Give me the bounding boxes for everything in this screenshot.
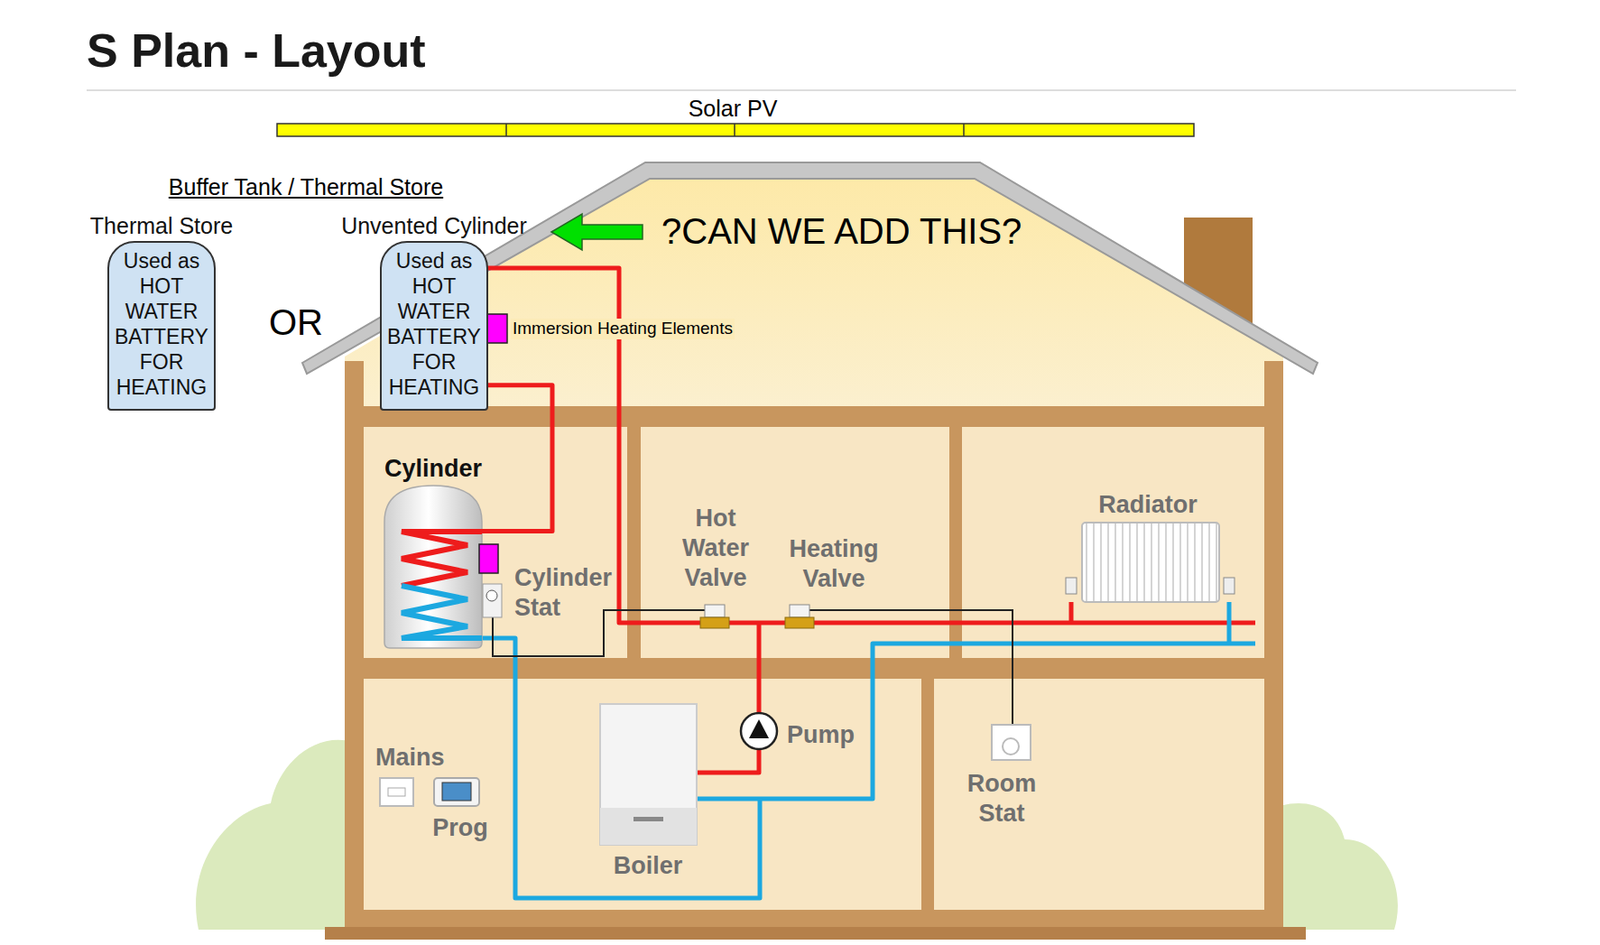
text-label: Cylinder Stat xyxy=(514,563,641,623)
svg-shape xyxy=(482,583,502,618)
room-stat xyxy=(991,724,1031,760)
node-body: Used as HOT WATER BATTERY FOR HEATING xyxy=(381,242,487,406)
solar-pv-panels xyxy=(277,123,1194,137)
svg-shape xyxy=(379,777,414,806)
pump xyxy=(740,712,777,750)
svg-shape xyxy=(344,909,1284,928)
svg-shape xyxy=(486,590,498,602)
svg-shape xyxy=(733,123,736,137)
text-label: Mains xyxy=(375,742,445,773)
svg-shape xyxy=(1065,577,1077,594)
svg-shape xyxy=(633,816,664,822)
text-label: Boiler xyxy=(613,850,684,881)
valves xyxy=(700,604,814,629)
svg-shape xyxy=(344,360,364,930)
green-arrow xyxy=(551,213,643,250)
node-heading: Thermal Store xyxy=(90,212,233,240)
text-label: Hot Water Valve xyxy=(665,503,766,593)
node-heading: Unvented Cylinder xyxy=(341,212,528,240)
svg-shape xyxy=(1264,360,1284,930)
boiler xyxy=(600,703,697,845)
storage-tank-box: Thermal StoreUsed as HOT WATER BATTERY F… xyxy=(107,240,216,411)
text-label: ?CAN WE ADD THIS? xyxy=(661,209,1022,253)
text-label: Pump xyxy=(786,720,855,750)
node-heading: Cylinder xyxy=(384,453,482,484)
svg-shape xyxy=(1223,577,1235,594)
node-body: Used as HOT WATER BATTERY FOR HEATING xyxy=(109,242,214,406)
text-label: Heating Valve xyxy=(770,534,898,594)
svg-shape xyxy=(363,426,1265,910)
text-label: Radiator xyxy=(1098,490,1198,520)
svg-shape xyxy=(479,544,499,574)
svg-shape xyxy=(1002,738,1019,755)
svg-shape xyxy=(696,622,759,773)
svg-shape xyxy=(442,782,472,801)
svg-shape xyxy=(1227,601,1232,644)
svg-shape xyxy=(600,703,697,845)
svg-shape xyxy=(363,426,628,658)
svg-shape xyxy=(1082,522,1220,602)
svg-shape xyxy=(749,719,769,739)
svg-shape xyxy=(1263,803,1398,930)
svg-shape xyxy=(363,678,922,910)
mains-prog-icons xyxy=(379,777,480,806)
svg-shape xyxy=(195,739,370,930)
cylinder-node: Cylinder xyxy=(384,485,482,648)
svg-shape xyxy=(991,724,1031,760)
svg-shape xyxy=(505,123,508,137)
svg-shape xyxy=(388,787,406,796)
svg-shape xyxy=(934,678,1265,910)
text-label: OR xyxy=(268,300,324,344)
svg-shape xyxy=(277,123,1194,137)
text-label: Buffer Tank / Thermal Store xyxy=(168,173,444,201)
svg-shape xyxy=(704,604,725,618)
diagram-title: S Plan - Layout xyxy=(86,23,426,78)
svg-shape xyxy=(1069,601,1074,623)
svg-shape xyxy=(487,268,1256,623)
house-frame xyxy=(324,360,1306,940)
svg-shape xyxy=(384,485,482,648)
cylinder xyxy=(384,485,502,648)
radiator xyxy=(1065,522,1235,602)
pipework xyxy=(481,268,1256,898)
svg-shape xyxy=(434,777,480,806)
svg-shape xyxy=(798,610,1013,725)
svg-shape xyxy=(785,617,814,629)
immersion-element xyxy=(487,314,508,343)
pipe-connector xyxy=(481,385,553,532)
svg-shape xyxy=(401,531,482,586)
text-label: Immersion Heating Elements xyxy=(510,318,735,340)
svg-shape xyxy=(700,617,730,629)
svg-shape xyxy=(401,585,482,639)
text-label: Room Stat xyxy=(952,768,1052,829)
svg-shape xyxy=(481,638,760,898)
svg-shape xyxy=(962,123,965,137)
svg-shape xyxy=(344,657,1284,679)
svg-shape xyxy=(324,926,1306,940)
svg-shape xyxy=(740,712,777,750)
control-wiring xyxy=(492,610,1013,725)
svg-shape xyxy=(789,604,810,618)
storage-tank-box: Unvented CylinderUsed as HOT WATER BATTE… xyxy=(379,240,489,411)
svg-shape xyxy=(921,678,935,910)
svg-shape xyxy=(600,807,697,845)
text-label: Prog xyxy=(432,813,489,843)
svg-shape xyxy=(86,89,1517,92)
text-label: Solar PV xyxy=(688,94,778,122)
